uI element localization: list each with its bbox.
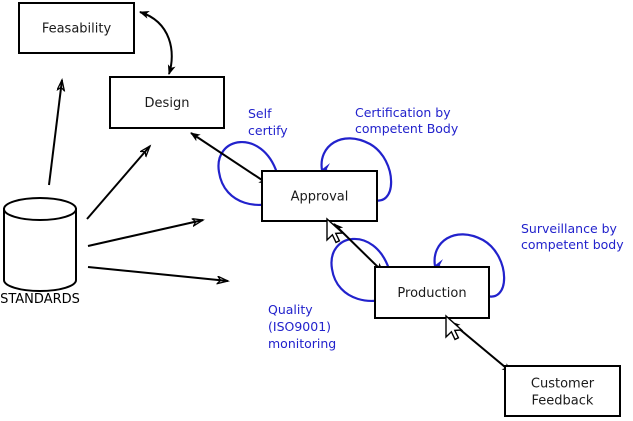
annotation-certification-line2: competent Body <box>355 121 459 136</box>
node-label-customer-feedback-line1: Customer <box>531 377 595 392</box>
annotation-quality: Quality (ISO9001) monitoring <box>268 302 336 351</box>
connector-standards-feasability <box>48 80 62 186</box>
annotation-surveillance-line1: Surveillance by <box>521 221 618 236</box>
node-label-customer-feedback-line2: Feedback <box>532 394 594 409</box>
node-label-approval: Approval <box>291 190 349 205</box>
connector-design-approval <box>190 132 269 185</box>
loop-approval-right <box>320 137 393 202</box>
node-production[interactable]: Production <box>374 266 490 319</box>
node-design[interactable]: Design <box>109 76 225 129</box>
cursor-pointer-production <box>445 314 464 341</box>
node-label-design: Design <box>145 96 190 111</box>
connector-standards-approval <box>87 220 203 247</box>
annotation-surveillance: Surveillance by competent body <box>521 221 624 252</box>
loop-production-right <box>433 233 506 298</box>
annotation-self-certify-line1: Self <box>248 106 272 121</box>
connector-standards-design <box>86 146 150 220</box>
annotation-certification: Certification by competent Body <box>355 105 459 136</box>
connector-standards-production <box>87 266 228 281</box>
annotation-self-certify-line2: certify <box>248 123 288 138</box>
node-customer-feedback[interactable]: Customer Feedback <box>504 365 621 417</box>
annotation-certification-line1: Certification by <box>355 105 451 120</box>
node-approval[interactable]: Approval <box>261 170 378 222</box>
connector-feasability-design <box>139 10 176 75</box>
node-label-feasability: Feasability <box>42 22 112 37</box>
node-standards-store[interactable]: STANDARDS <box>0 197 80 307</box>
node-label-standards: STANDARDS <box>0 292 80 307</box>
annotation-quality-line3: monitoring <box>268 336 336 351</box>
annotation-self-certify: Self certify <box>248 106 288 138</box>
annotation-surveillance-line2: competent body <box>521 237 624 252</box>
node-feasability[interactable]: Feasability <box>18 2 135 54</box>
annotation-quality-line2: (ISO9001) <box>268 319 331 334</box>
cursor-pointer-approval <box>326 217 345 244</box>
node-label-production: Production <box>397 286 466 301</box>
annotation-quality-line1: Quality <box>268 302 313 317</box>
